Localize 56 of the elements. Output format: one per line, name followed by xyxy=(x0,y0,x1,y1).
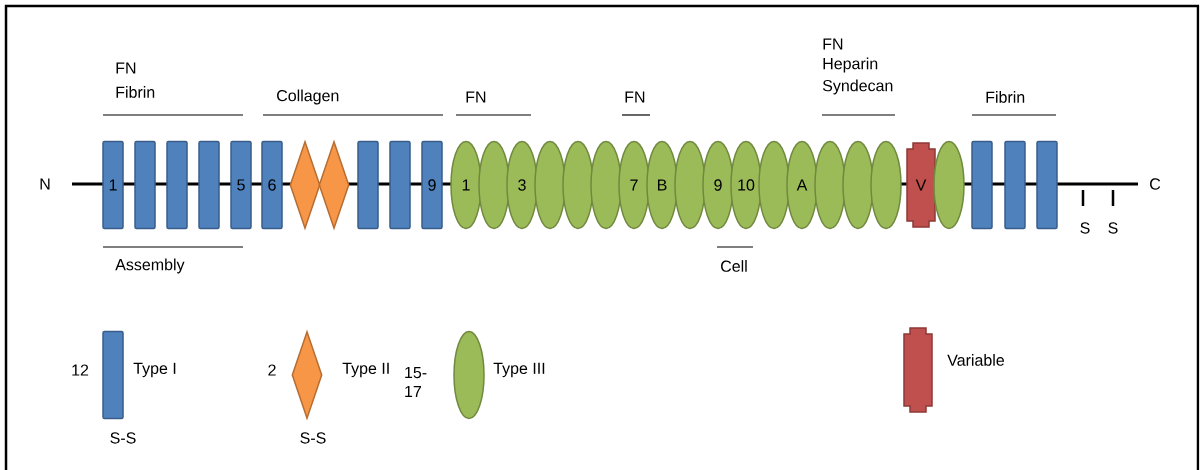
label-text: Syndecan xyxy=(822,79,893,95)
type-three-domain: 7 xyxy=(618,140,650,230)
label-text: FN xyxy=(823,38,843,50)
label-text: S xyxy=(1080,222,1090,234)
label-text: Heparin xyxy=(823,57,878,73)
label-text: C xyxy=(1150,178,1161,190)
type-one-domain xyxy=(198,140,220,230)
type-one-domain xyxy=(1004,140,1026,230)
legend-text: Type II xyxy=(342,362,389,378)
label-text: Collagen xyxy=(277,89,339,105)
type-three-domain: 3 xyxy=(506,140,538,230)
type-three-domain xyxy=(933,140,965,230)
label-text: 12 xyxy=(72,364,89,376)
label-text: 2 xyxy=(268,364,276,376)
legend-text: Variable xyxy=(947,354,1004,366)
type-three-domain: 1 xyxy=(450,140,482,230)
label-text: FN xyxy=(116,62,136,74)
type-one-domain: 6 xyxy=(261,140,283,230)
type-three-domain: A xyxy=(786,140,818,230)
label-text: Assembly xyxy=(115,258,185,274)
type-three-domain xyxy=(870,140,902,230)
type-one-domain: 1 xyxy=(102,140,124,230)
type-three-domain xyxy=(534,140,566,230)
label-text: S-S xyxy=(110,432,136,444)
label-text: 15-17 xyxy=(405,367,427,397)
label-text: N xyxy=(40,178,50,190)
type-three-domain xyxy=(674,140,706,230)
type-one-domain xyxy=(134,140,156,230)
type-three-domain xyxy=(590,140,622,230)
type-three-domain: 10 xyxy=(730,140,762,230)
type-one-domain xyxy=(971,140,993,230)
label-text: S xyxy=(1108,222,1118,234)
label-text: Fibrin xyxy=(116,86,155,98)
type-three-domain xyxy=(453,330,485,420)
type-three-domain: 9 xyxy=(702,140,734,230)
label-text: Fibrin xyxy=(986,91,1025,103)
variable-domain xyxy=(903,327,933,413)
type-three-domain xyxy=(478,140,510,230)
label-text: Cell xyxy=(721,260,747,272)
type-three-domain xyxy=(562,140,594,230)
type-one-domain xyxy=(102,330,124,420)
variable-domain: V xyxy=(906,142,936,228)
type-three-domain xyxy=(842,140,874,230)
type-one-domain xyxy=(1036,140,1058,230)
type-three-domain xyxy=(814,140,846,230)
label-text: FN xyxy=(466,91,486,103)
legend-text: Type I xyxy=(133,362,176,378)
type-one-domain: 5 xyxy=(230,140,252,230)
type-one-domain: 9 xyxy=(421,140,443,230)
type-three-domain: B xyxy=(646,140,678,230)
type-one-domain xyxy=(357,140,379,230)
type-one-domain xyxy=(389,140,411,230)
type-one-domain xyxy=(166,140,188,230)
type-three-domain xyxy=(758,140,790,230)
label-text: FN xyxy=(625,91,645,103)
legend-text: Type III xyxy=(493,362,545,378)
